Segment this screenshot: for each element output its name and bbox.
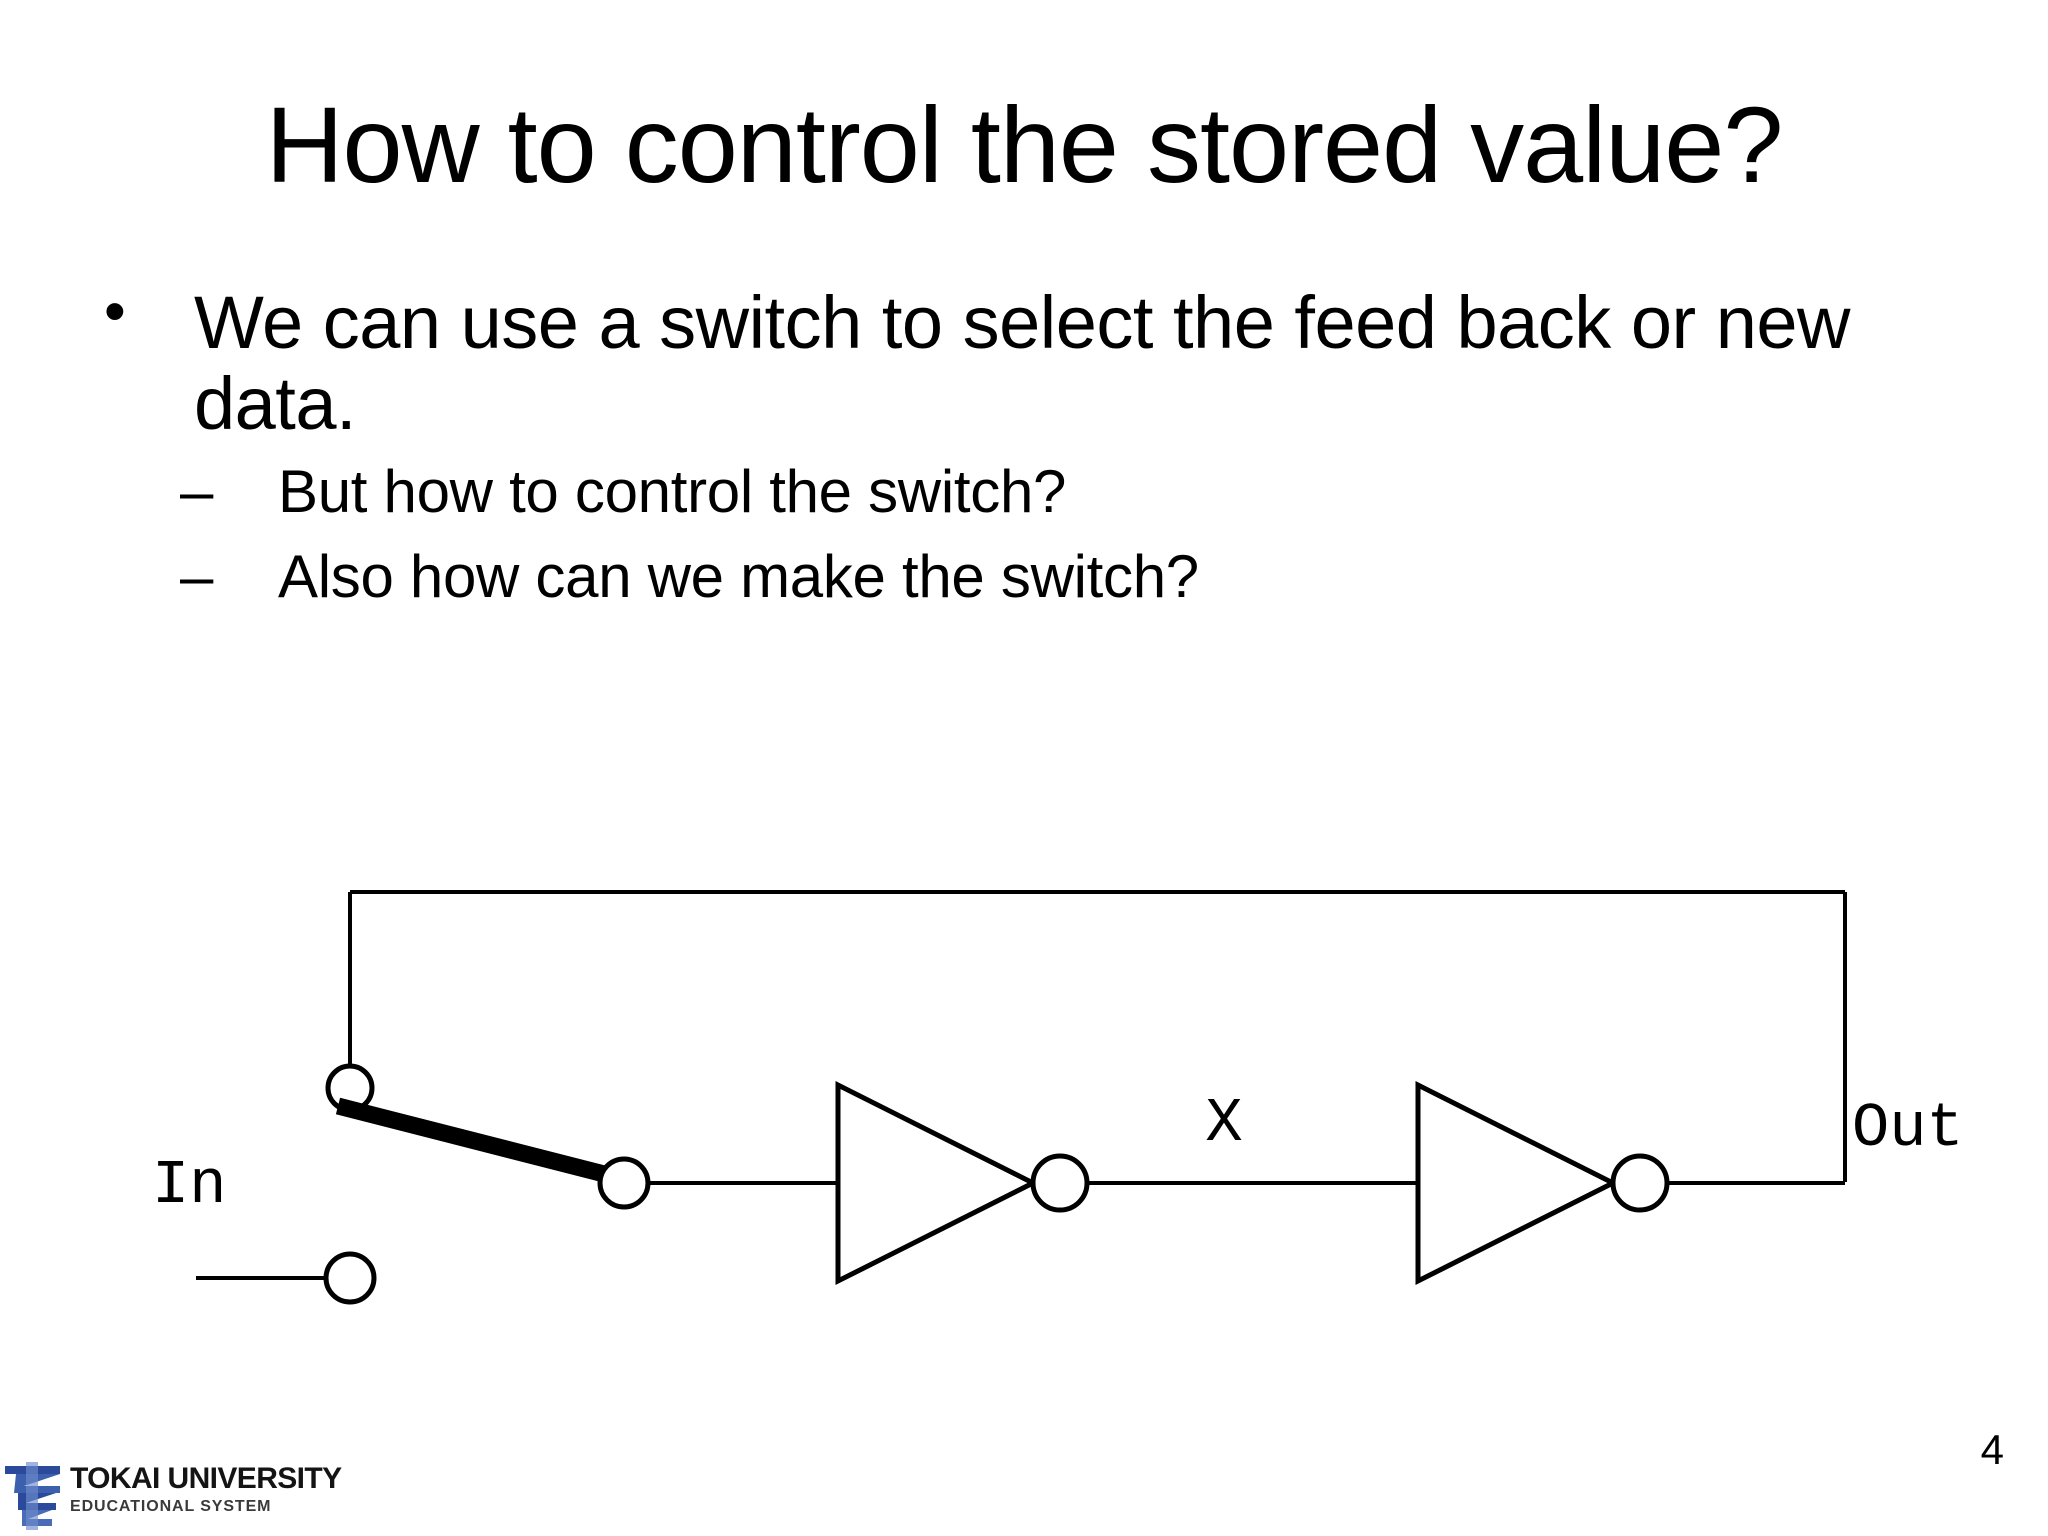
inverter-1-triangle (835, 1080, 1039, 1286)
dash-bullet-icon: – (180, 457, 214, 525)
logic-circuit-diagram: X In Out (0, 840, 2048, 1320)
bullet-level1-text: We can use a switch to select the feed b… (194, 281, 1850, 446)
bullet-level2-text-2: Also how can we make the switch? (278, 542, 1199, 610)
switch-common-node[interactable] (597, 1156, 651, 1210)
dash-bullet-icon: – (180, 542, 214, 610)
logo-subtitle-line: EDUCATIONAL SYSTEM (70, 1498, 272, 1515)
bullet-item-level2-1: – But how to control the switch? (96, 449, 1976, 534)
page-number: 4 (1980, 1426, 2004, 1473)
label-input: In (152, 1150, 226, 1221)
input-terminal-node[interactable] (323, 1251, 377, 1305)
bullet-level2-text-1: But how to control the switch? (278, 457, 1067, 525)
tokai-university-logo: TOKAI UNIVERSITY EDUCATIONAL SYSTEM (4, 1444, 424, 1536)
page-title: How to control the stored value? (265, 84, 1784, 205)
tokai-logo-mark-icon (5, 1462, 60, 1530)
slide-body: • We can use a switch to select the feed… (96, 277, 1976, 619)
inverter-2-bubble (1610, 1153, 1670, 1213)
logo-text-block: TOKAI UNIVERSITY EDUCATIONAL SYSTEM (70, 1464, 342, 1515)
label-node-x: X (1205, 1088, 1242, 1159)
bullet-item-level2-2: – Also how can we make the switch? (96, 534, 1976, 619)
inverter-2-triangle (1415, 1080, 1619, 1286)
circuit-svg: X In Out (152, 890, 1964, 1305)
inverter-1-bubble (1030, 1153, 1090, 1213)
bullet-item-level1: • We can use a switch to select the feed… (96, 277, 1976, 446)
switch-lever[interactable] (335, 1097, 615, 1185)
bullet-point-icon: • (104, 277, 126, 346)
label-output: Out (1852, 1093, 1964, 1164)
logo-title-line: TOKAI UNIVERSITY (70, 1462, 342, 1495)
